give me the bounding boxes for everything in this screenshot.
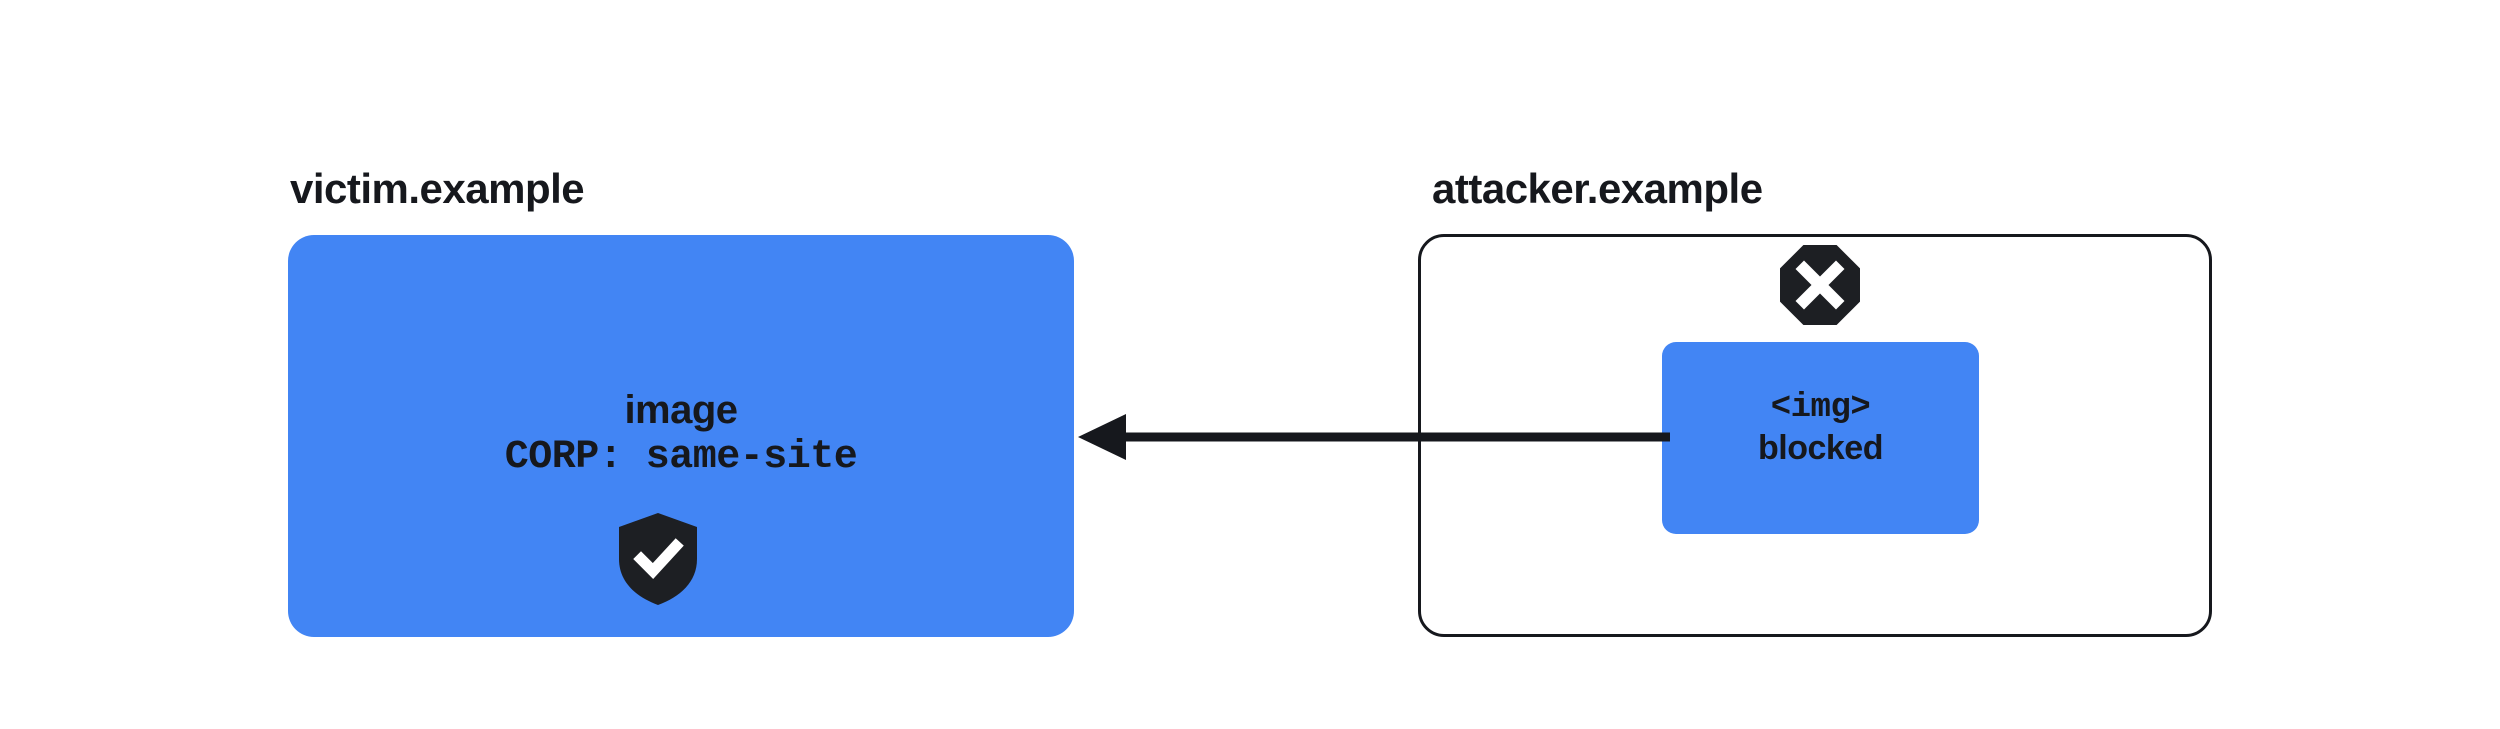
- victim-resource-card: image CORP: same-site: [288, 235, 1074, 637]
- shield-check-icon: [617, 512, 699, 606]
- attacker-blocked-image-card: <img> blocked: [1662, 342, 1979, 534]
- octagon-x-icon: [1780, 245, 1860, 325]
- victim-resource-header: CORP: same-site: [504, 435, 858, 481]
- attacker-img-tag: <img>: [1770, 389, 1871, 427]
- attacker-blocked-text: <img> blocked: [1662, 388, 1979, 468]
- victim-origin-label: victim.example: [290, 165, 585, 212]
- attacker-origin-label: attacker.example: [1432, 165, 1763, 212]
- victim-resource-text: image CORP: same-site: [288, 387, 1074, 481]
- attacker-img-state: blocked: [1758, 429, 1883, 468]
- victim-resource-name: image: [624, 388, 738, 432]
